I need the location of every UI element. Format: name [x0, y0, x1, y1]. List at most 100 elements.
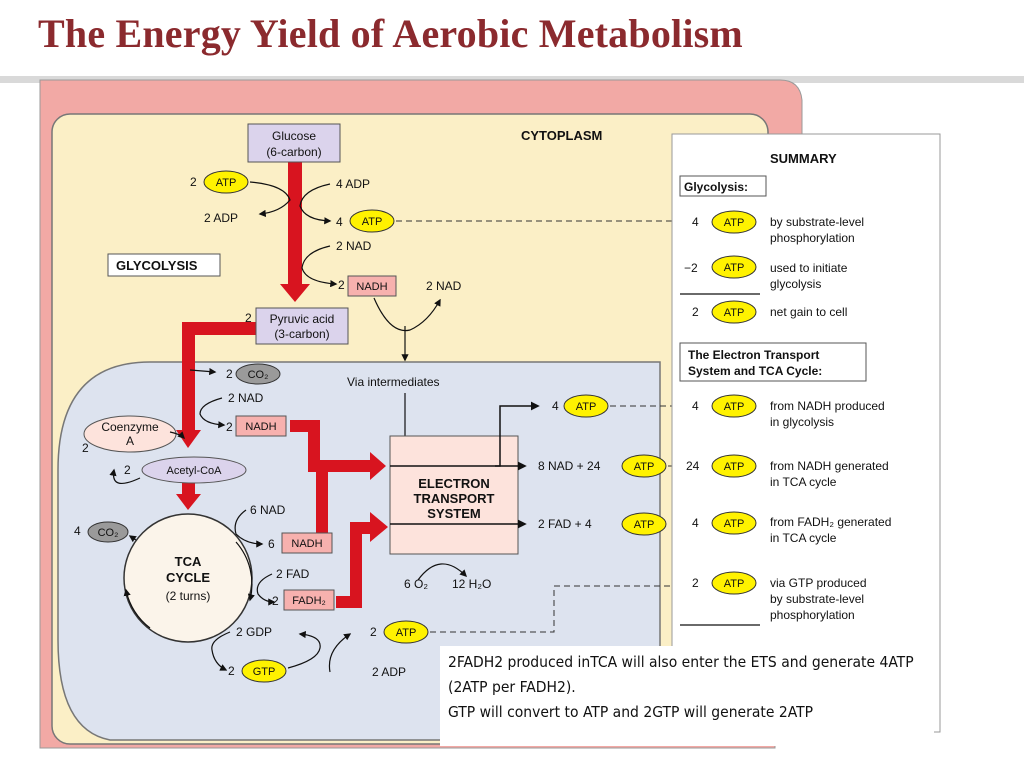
nadh-tca-box — [281, 532, 333, 554]
ets-atp-oval-2 — [621, 454, 667, 478]
fadh2-to-ets-arrow — [336, 512, 388, 608]
nadh-mito-label: NADH — [245, 421, 276, 433]
glucose-label: Glucose — [272, 129, 316, 143]
tca-label: TCA — [175, 554, 202, 569]
nadh-mito-box — [235, 415, 287, 437]
atp-in-label: ATP — [216, 177, 237, 189]
summary-atp-4: ATP — [724, 401, 745, 413]
summary-row-1-line2: phosphorylation — [770, 231, 855, 245]
ets-atp-oval-3 — [621, 512, 667, 536]
acetyl-coa-label: Acetyl-CoA — [166, 465, 222, 477]
summary-atp-oval-3 — [711, 300, 757, 324]
summary-ets-header-1: The Electron Transport — [688, 348, 819, 362]
summary-row-3-line1: net gain to cell — [770, 305, 847, 319]
pyruvic-qty: 2 — [245, 311, 252, 325]
ets-label-3: SYSTEM — [427, 506, 480, 521]
nadh-to-ets-arrow-1 — [290, 420, 386, 480]
cycle-label: CYCLE — [166, 570, 210, 585]
coenzyme-qty: 2 — [82, 441, 89, 455]
acetyl-to-tca-arrow — [176, 482, 201, 510]
nadh-tca-label: NADH — [291, 538, 322, 550]
summary-row-1-line1: by substrate-level — [770, 215, 864, 229]
acetyl-qty: 2 — [124, 463, 131, 477]
co2-2-label: CO₂ — [98, 527, 119, 539]
acetyl-coa-oval — [141, 456, 247, 484]
pyruvic-label: Pyruvic acid — [270, 312, 335, 326]
atp-in-oval — [203, 170, 249, 194]
summary-ets-header-2: System and TCA Cycle: — [688, 364, 822, 378]
summary-row-4-line2: in glycolysis — [770, 415, 834, 429]
summary-atp-6: ATP — [724, 518, 745, 530]
summary-atp-oval-5 — [711, 454, 757, 478]
o2-label: 6 O₂ — [404, 577, 428, 591]
tca-nad-label: 6 NAD — [250, 503, 286, 517]
gtp-oval — [241, 659, 287, 683]
summary-row-6-line1: from FADH₂ generated — [770, 515, 891, 529]
summary-row-6-qty: 4 — [692, 516, 699, 530]
coenzyme-a-label: A — [126, 434, 134, 448]
summary-atp-1: ATP — [724, 217, 745, 229]
turns-label: (2 turns) — [166, 589, 211, 603]
note-line-3: GTP will convert to ATP and 2GTP will ge… — [448, 703, 813, 721]
summary-atp-3: ATP — [724, 307, 745, 319]
summary-row-5-line1: from NADH generated — [770, 459, 889, 473]
co2-1-label: CO₂ — [248, 369, 269, 381]
summary-atp-oval-4 — [711, 394, 757, 418]
summary-row-7-line2: by substrate-level — [770, 592, 864, 606]
via-intermediates-label: Via intermediates — [347, 375, 440, 389]
nadh-to-ets-arrow-2 — [316, 470, 328, 540]
summary-panel — [671, 133, 941, 733]
fadh2-label: FADH₂ — [292, 595, 326, 607]
co2-2-qty: 4 — [74, 524, 81, 538]
slide-title: The Energy Yield of Aerobic Metabolism — [38, 11, 743, 56]
nadh-glycolysis-box — [347, 275, 397, 297]
atp-out-label: ATP — [362, 216, 383, 228]
summary-row-4-qty: 4 — [692, 399, 699, 413]
summary-row-2-line1: used to initiate — [770, 261, 848, 275]
co2-1-qty: 2 — [226, 367, 233, 381]
summary-row-3-qty: 2 — [692, 305, 699, 319]
ets-atp1-label: ATP — [576, 401, 597, 413]
summary-atp-7: ATP — [724, 578, 745, 590]
summary-heading: SUMMARY — [770, 151, 837, 166]
summary-row-2-qty: −2 — [684, 261, 698, 275]
summary-row-5-qty: 24 — [686, 459, 700, 473]
explanation-note: 2FADH2 produced inTCA will also enter th… — [440, 646, 934, 746]
ets-atp-oval-1 — [563, 394, 609, 418]
co2-oval-2 — [87, 521, 129, 543]
atp-in-qty: 2 — [190, 175, 197, 189]
summary-row-6-line2: in TCA cycle — [770, 531, 837, 545]
summary-atp-oval-1 — [711, 210, 757, 234]
nadh-glycolysis-label: NADH — [356, 281, 387, 293]
fadh2-box — [283, 589, 335, 611]
ets-label-2: TRANSPORT — [414, 491, 495, 506]
pyruvic-carbon-label: (3-carbon) — [274, 327, 329, 341]
gtp-atp-label: ATP — [396, 627, 417, 639]
ets-fad-output: 2 FAD + 4 — [538, 517, 592, 531]
ets-atp2-label: ATP — [634, 461, 655, 473]
ets-atp1-qty: 4 — [552, 399, 559, 413]
adp-in-label: 4 ADP — [336, 177, 370, 191]
gtp-label: GTP — [253, 666, 276, 678]
tca-fadh2-qty: 2 — [272, 594, 279, 608]
summary-row-7-qty: 2 — [692, 576, 699, 590]
summary-atp-oval-7 — [711, 571, 757, 595]
summary-atp-2: ATP — [724, 262, 745, 274]
summary-glycolysis-header: Glycolysis: — [684, 180, 748, 194]
coenzyme-label: Coenzyme — [101, 420, 159, 434]
glycolysis-main-arrow — [280, 158, 310, 302]
gtp-qty: 2 — [228, 664, 235, 678]
pyruvic-acid-box — [255, 307, 349, 345]
glucose-box — [247, 123, 341, 163]
summary-atp-5: ATP — [724, 461, 745, 473]
summary-row-1-qty: 4 — [692, 215, 699, 229]
glucose-carbon-label: (6-carbon) — [266, 145, 321, 159]
nad-in-label: 2 NAD — [336, 239, 372, 253]
h2o-label: 12 H₂O — [452, 577, 491, 591]
summary-row-4-line1: from NADH produced — [770, 399, 885, 413]
adp-out-label: 2 ADP — [204, 211, 238, 225]
summary-row-5-line2: in TCA cycle — [770, 475, 837, 489]
ets-atp3-label: ATP — [634, 519, 655, 531]
nadh-glyc-qty: 2 — [338, 278, 345, 292]
